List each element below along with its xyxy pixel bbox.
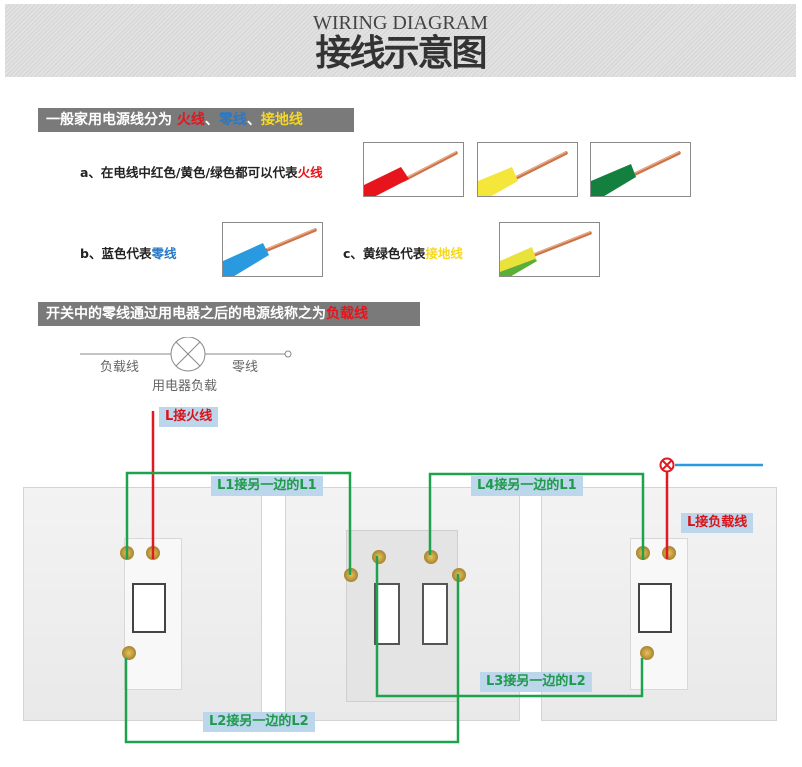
- terminal-screw-icon: [640, 646, 654, 660]
- red-wire-image: [363, 142, 464, 197]
- terminal-screw-icon: [424, 550, 438, 564]
- item-b-text: b、蓝色代表: [80, 246, 152, 261]
- tag-l4: L4接另一边的L1: [471, 476, 583, 496]
- tag-l-load: L接负载线: [681, 513, 754, 533]
- section-text: 开关中的零线通过用电器之后的电源线称之为: [46, 306, 326, 322]
- load-wire-text: 负载线: [100, 360, 140, 375]
- lamp-symbol-icon: [80, 336, 292, 372]
- neutral-label: 零线: [218, 112, 247, 128]
- blue-wire-image: [222, 222, 323, 277]
- rocker-icon: [422, 583, 448, 645]
- tag-l1: L1接另一边的L1: [211, 476, 323, 496]
- item-b-highlight: 零线: [151, 246, 177, 261]
- item-c-text: c、黄绿色代表: [343, 246, 426, 261]
- rocker-icon: [132, 583, 166, 633]
- tag-l2: L2接另一边的L2: [203, 712, 315, 732]
- section-text: 一般家用电源线分为: [46, 112, 177, 128]
- load-wire-label: 负载线: [326, 306, 368, 322]
- item-a-label: a、在电线中红色/黄色/绿色都可以代表火线: [80, 162, 323, 181]
- item-c-label: c、黄绿色代表接地线: [343, 243, 463, 262]
- item-b-label: b、蓝色代表零线: [80, 243, 176, 262]
- tag-l-live: L接火线: [159, 407, 219, 427]
- tag-l3: L3接另一边的L2: [480, 672, 592, 692]
- rocker-icon: [374, 583, 400, 645]
- load-schematic: 负载线 零线 用电器负载: [80, 336, 300, 397]
- separator: 、: [204, 112, 219, 128]
- terminal-screw-icon: [662, 546, 676, 560]
- section-load-wire: 开关中的零线通过用电器之后的电源线称之为负载线: [38, 302, 420, 326]
- section-wire-types: 一般家用电源线分为 火线、零线、接地线: [38, 108, 354, 132]
- left-switch-plate: [23, 487, 262, 721]
- yellow-green-wire-image: [499, 222, 600, 277]
- title-en: WIRING DIAGRAM: [313, 12, 488, 34]
- ground-label: 接地线: [260, 112, 303, 128]
- yellow-wire-image: [477, 142, 578, 197]
- header-banner: WIRING DIAGRAM 接线示意图: [5, 4, 796, 77]
- item-a-highlight: 火线: [297, 165, 323, 180]
- item-c-highlight: 接地线: [425, 246, 463, 261]
- neutral-wire-text: 零线: [232, 360, 259, 375]
- title-zh: 接线示意图: [315, 32, 487, 74]
- separator: 、: [246, 112, 261, 128]
- appliance-load-text: 用电器负载: [152, 379, 218, 394]
- terminal-screw-icon: [122, 646, 136, 660]
- item-a-text: a、在电线中红色/黄色/绿色都可以代表: [80, 165, 298, 180]
- rocker-icon: [638, 583, 672, 633]
- live-label: 火线: [176, 112, 205, 128]
- green-wire-image: [590, 142, 691, 197]
- terminal-screw-icon: [372, 550, 386, 564]
